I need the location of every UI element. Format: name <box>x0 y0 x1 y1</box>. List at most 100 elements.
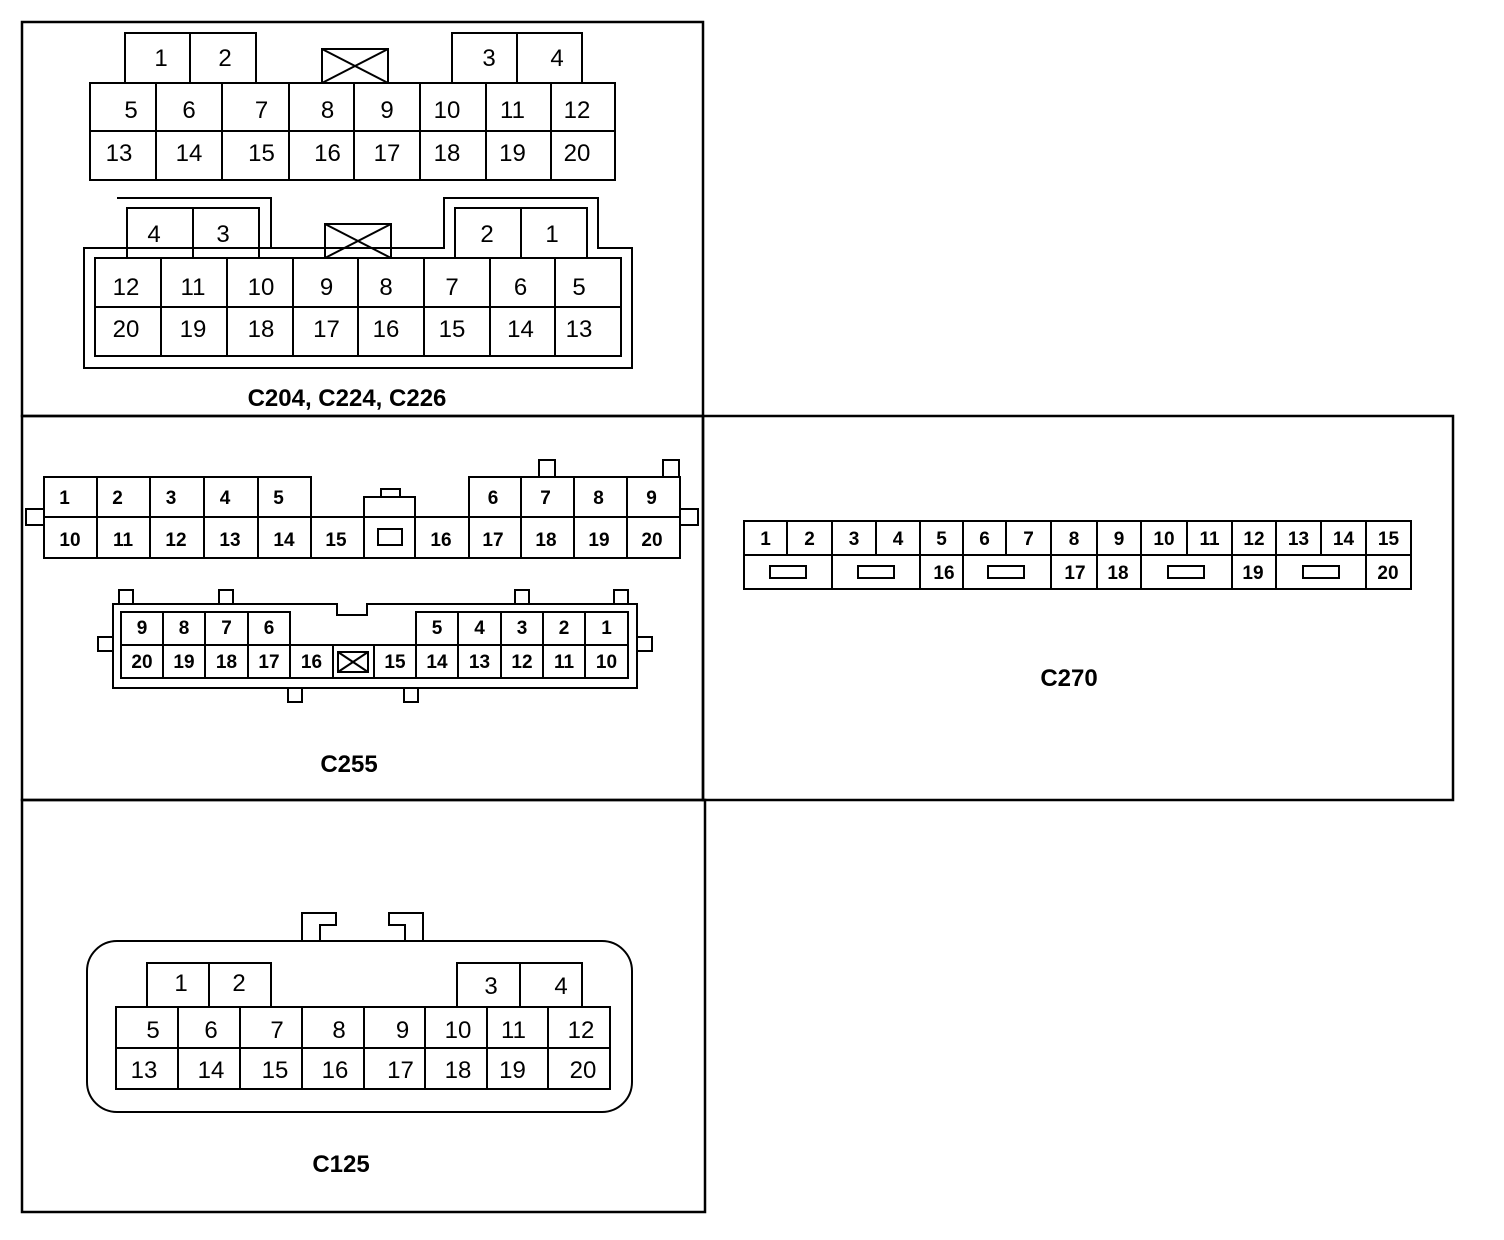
pin-label: 13 <box>566 316 593 343</box>
key-slot-icon <box>1167 565 1205 579</box>
pin-label: 15 <box>262 1057 289 1084</box>
pin-label: 5 <box>432 618 443 639</box>
pin-label: 7 <box>445 274 458 301</box>
latch-tab <box>636 636 653 652</box>
pin-label: 6 <box>204 1017 217 1044</box>
pin-label: 10 <box>248 274 275 301</box>
pin-label: 13 <box>131 1057 158 1084</box>
pin-label: 11 <box>554 652 575 673</box>
pin-label: 11 <box>1199 529 1220 550</box>
pin-label: 20 <box>1377 563 1398 584</box>
latch-tab <box>218 589 234 605</box>
pin-label: 8 <box>321 97 334 124</box>
pin-label: 10 <box>59 530 80 551</box>
pin-label: 16 <box>314 140 341 167</box>
pin-label: 18 <box>216 652 237 673</box>
pin-label: 18 <box>434 140 461 167</box>
pin-label: 4 <box>554 973 567 1000</box>
pin-label: 12 <box>564 97 591 124</box>
connector-shell <box>83 197 633 369</box>
pin-label: 17 <box>258 652 279 673</box>
latch-tab <box>679 508 699 526</box>
pin-label: 20 <box>564 140 591 167</box>
pin-label: 8 <box>1069 529 1080 550</box>
pin-label: 12 <box>511 652 532 673</box>
pin-label: 16 <box>301 652 322 673</box>
pin-label: 3 <box>849 529 860 550</box>
keying-cross-icon <box>324 223 392 259</box>
pin-label: 6 <box>514 274 527 301</box>
latch-tab <box>388 912 424 941</box>
pin-label: 13 <box>1288 529 1309 550</box>
pin-label: 4 <box>550 45 563 72</box>
pin-label: 6 <box>182 97 195 124</box>
key-slot-icon <box>377 528 403 546</box>
connector-caption: C204, C224, C226 <box>248 385 447 412</box>
pin-label: 8 <box>379 274 392 301</box>
pin-label: 13 <box>469 652 490 673</box>
pin-label: 2 <box>480 221 493 248</box>
key-slot-icon <box>987 565 1025 579</box>
pin-label: 3 <box>166 488 177 509</box>
pin-label: 17 <box>1064 563 1085 584</box>
pin-label: 19 <box>1242 563 1263 584</box>
pin-cell <box>519 962 583 1008</box>
pin-label: 14 <box>176 140 203 167</box>
pin-label: 3 <box>517 618 528 639</box>
pin-label: 7 <box>255 97 268 124</box>
pin-label: 10 <box>434 97 461 124</box>
pin-label: 19 <box>588 530 609 551</box>
connector-caption: C270 <box>1040 665 1097 692</box>
latch-tab <box>613 589 629 605</box>
latch-tab <box>287 687 303 703</box>
pin-label: 14 <box>198 1057 225 1084</box>
latch-tab <box>538 459 556 478</box>
pin-label: 16 <box>430 530 451 551</box>
pin-label: 18 <box>1107 563 1128 584</box>
latch-tab <box>403 687 419 703</box>
pin-label: 12 <box>568 1017 595 1044</box>
pin-label: 15 <box>248 140 275 167</box>
pin-label: 12 <box>165 530 186 551</box>
pin-label: 14 <box>507 316 534 343</box>
pin-label: 20 <box>131 652 152 673</box>
keying-cross-icon <box>321 48 389 84</box>
pin-label: 5 <box>572 274 585 301</box>
pin-label: 7 <box>540 488 551 509</box>
pin-label: 2 <box>112 488 123 509</box>
latch-tab <box>97 636 114 652</box>
key-housing <box>363 496 416 559</box>
pin-label: 2 <box>218 45 231 72</box>
pin-label: 16 <box>322 1057 349 1084</box>
pin-label: 17 <box>387 1057 414 1084</box>
pin-label: 2 <box>559 618 570 639</box>
pin-label: 17 <box>313 316 340 343</box>
latch-tab <box>25 508 45 526</box>
pin-label: 6 <box>488 488 499 509</box>
pin-label: 9 <box>137 618 148 639</box>
pin-label: 19 <box>499 140 526 167</box>
key-slot-icon <box>857 565 895 579</box>
connector-shell <box>43 476 312 517</box>
pin-label: 13 <box>106 140 133 167</box>
pin-label: 18 <box>535 530 556 551</box>
pin-label: 1 <box>59 488 70 509</box>
latch-tab <box>118 589 134 605</box>
key-housing <box>380 488 401 498</box>
pin-label: 12 <box>1243 529 1264 550</box>
pin-label: 20 <box>641 530 662 551</box>
latch-tab <box>514 589 530 605</box>
pin-label: 3 <box>484 973 497 1000</box>
pin-label: 9 <box>396 1017 409 1044</box>
pin-label: 17 <box>482 530 503 551</box>
pin-label: 1 <box>154 45 167 72</box>
pin-label: 9 <box>380 97 393 124</box>
